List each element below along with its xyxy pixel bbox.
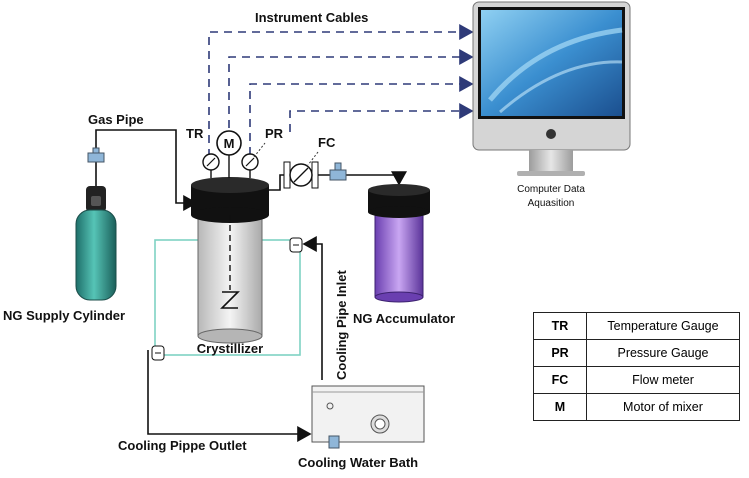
crystillizer-label: Crystillizer	[197, 341, 263, 356]
legend-table: TR Temperature Gauge PR Pressure Gauge F…	[533, 312, 740, 421]
instrument-cables-label: Instrument Cables	[255, 10, 368, 25]
legend-key: PR	[533, 339, 587, 367]
legend-row: PR Pressure Gauge	[533, 339, 740, 367]
legend-value: Pressure Gauge	[586, 339, 740, 367]
inlet-fitting-icon	[289, 237, 303, 253]
temperature-gauge-icon	[202, 153, 220, 171]
ng-supply-cylinder-icon	[75, 186, 117, 301]
ng-supply-label: NG Supply Cylinder	[3, 308, 125, 323]
fc-label: FC	[318, 135, 336, 150]
computer-label-line1: Computer Data	[517, 184, 585, 195]
computer-label-line2: Aquasition	[528, 198, 575, 209]
legend-key: TR	[533, 312, 587, 340]
cooling-water-bath-icon	[311, 385, 425, 449]
pressure-gauge-icon	[241, 153, 259, 171]
ng-accumulator-icon	[368, 184, 430, 303]
instrument-cables	[208, 24, 474, 157]
legend-value: Motor of mixer	[586, 393, 740, 421]
outlet-fitting-icon	[151, 345, 165, 361]
gas-pipe	[95, 129, 198, 211]
motor-icon	[216, 130, 242, 156]
needle-valve-icon	[329, 162, 347, 181]
flow-meter-icon	[283, 161, 319, 189]
legend-row: M Motor of mixer	[533, 393, 740, 421]
legend-value: Temperature Gauge	[586, 312, 740, 340]
crystallizer-vessel-icon	[191, 177, 269, 344]
legend-row: FC Flow meter	[533, 366, 740, 394]
cooling-outlet-pipe	[147, 350, 312, 442]
tr-label: TR	[186, 126, 204, 141]
pr-label: PR	[265, 126, 284, 141]
legend-key: M	[533, 393, 587, 421]
legend-key: FC	[533, 366, 587, 394]
outlet-gas-pipe	[269, 171, 407, 191]
ng-accumulator-label: NG Accumulator	[353, 311, 455, 326]
cooling-bath-label: Cooling Water Bath	[298, 455, 418, 470]
computer-monitor-icon	[472, 1, 631, 176]
cooling-inlet-pipe	[302, 236, 323, 380]
cooling-outlet-label: Cooling Pippe Outlet	[118, 438, 247, 453]
legend-value: Flow meter	[586, 366, 740, 394]
gas-pipe-label: Gas Pipe	[88, 112, 144, 127]
gas-valve-icon	[87, 147, 105, 163]
motor-label: M	[224, 136, 235, 151]
legend-row: TR Temperature Gauge	[533, 312, 740, 340]
cooling-inlet-label: Cooling Pipe Inlet	[334, 270, 349, 380]
